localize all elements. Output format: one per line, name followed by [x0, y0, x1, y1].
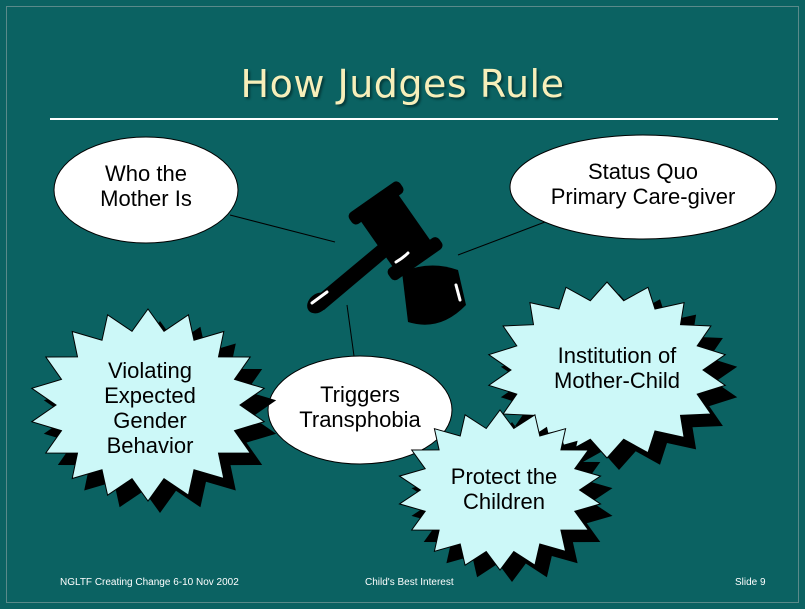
slide-title: How Judges Rule: [240, 62, 565, 106]
oval-who-mother: [53, 136, 239, 244]
oval-label-status-quo: Status Quo Primary Care-giver: [550, 159, 736, 209]
oval-status-quo: [509, 134, 777, 240]
star-label-protect: Protect the Children: [450, 464, 558, 514]
footer-left: NGLTF Creating Change 6-10 Nov 2002: [60, 577, 239, 588]
starburst-violating: [30, 308, 277, 513]
oval-label-triggers: Triggers Transphobia: [299, 382, 421, 432]
footer-center: Child's Best Interest: [365, 577, 454, 588]
starburst-institution: [487, 281, 738, 470]
footer-right: Slide 9: [735, 577, 766, 588]
star-label-violating: Violating Expected Gender Behavior: [104, 358, 196, 458]
connector-line-mother: [229, 214, 336, 243]
connector-line-triggers: [346, 304, 355, 357]
slide-border: [6, 6, 799, 603]
gavel-icon: [307, 181, 466, 325]
star-label-institution: Institution of Mother-Child: [554, 343, 680, 393]
starburst-protect: [398, 409, 613, 582]
connector-line-status: [457, 221, 546, 256]
title-divider: [50, 118, 778, 120]
oval-triggers: [267, 355, 453, 465]
oval-label-who-mother: Who the Mother Is: [100, 161, 192, 211]
